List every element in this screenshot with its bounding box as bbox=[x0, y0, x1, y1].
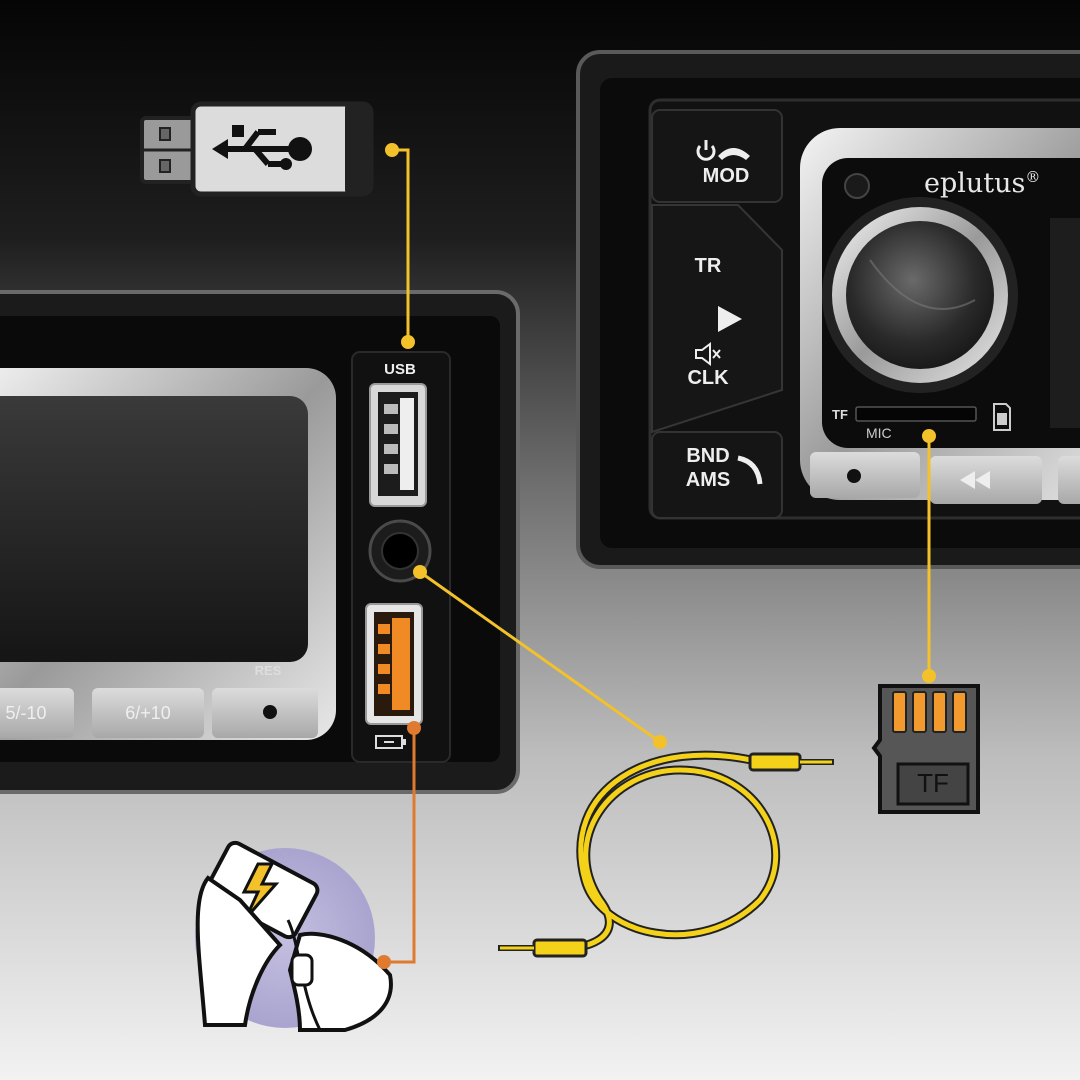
connector-lines bbox=[377, 143, 936, 969]
usb-flash-drive bbox=[140, 101, 374, 197]
tr-clk-rocker[interactable] bbox=[651, 204, 783, 434]
phone-answer-icon bbox=[737, 455, 763, 485]
registered-mark: ® bbox=[1025, 168, 1041, 186]
radio-unit-left bbox=[0, 290, 520, 794]
clk-label: CLK bbox=[687, 367, 729, 389]
preset-5-button[interactable] bbox=[0, 688, 74, 738]
usb-port-label: USB bbox=[384, 361, 416, 378]
tf-slot[interactable] bbox=[855, 406, 977, 422]
sd-card-icon bbox=[993, 403, 1011, 431]
preset-6-button[interactable] bbox=[92, 688, 204, 738]
rewind-icon bbox=[960, 471, 990, 489]
brand-name: eplutus bbox=[924, 168, 1026, 199]
display-screen bbox=[0, 396, 308, 662]
mute-icon bbox=[695, 342, 721, 366]
phone-hangup-icon bbox=[718, 148, 750, 160]
mod-label: MOD bbox=[702, 165, 750, 187]
mic-label: MIC bbox=[866, 425, 892, 441]
tr-label: TR bbox=[694, 255, 722, 277]
bnd-ams-button[interactable] bbox=[651, 431, 783, 519]
preset-6-label: 6/+10 bbox=[125, 703, 171, 723]
preset-5-label: 5/-10 bbox=[5, 703, 47, 723]
power-icon bbox=[696, 140, 716, 161]
lightning-icon bbox=[241, 862, 280, 919]
play-icon bbox=[718, 306, 742, 332]
battery-icon bbox=[375, 735, 406, 749]
brand-logo: eplutus® bbox=[924, 168, 1041, 199]
phone-charging-illustration bbox=[195, 840, 393, 1032]
radio-unit-right bbox=[576, 50, 1080, 569]
usb-symbol-icon bbox=[212, 125, 312, 170]
mod-button[interactable] bbox=[651, 109, 783, 203]
tf-slot-label: TF bbox=[832, 407, 848, 422]
aux-cable bbox=[498, 750, 834, 958]
ams-label: AMS bbox=[685, 469, 731, 491]
tf-card bbox=[871, 684, 980, 814]
aux-jack[interactable] bbox=[381, 532, 419, 570]
bnd-label: BND bbox=[686, 445, 730, 467]
reset-hole[interactable] bbox=[263, 705, 277, 719]
res-label: RES bbox=[254, 663, 282, 678]
tf-card-label: TF bbox=[917, 768, 949, 798]
